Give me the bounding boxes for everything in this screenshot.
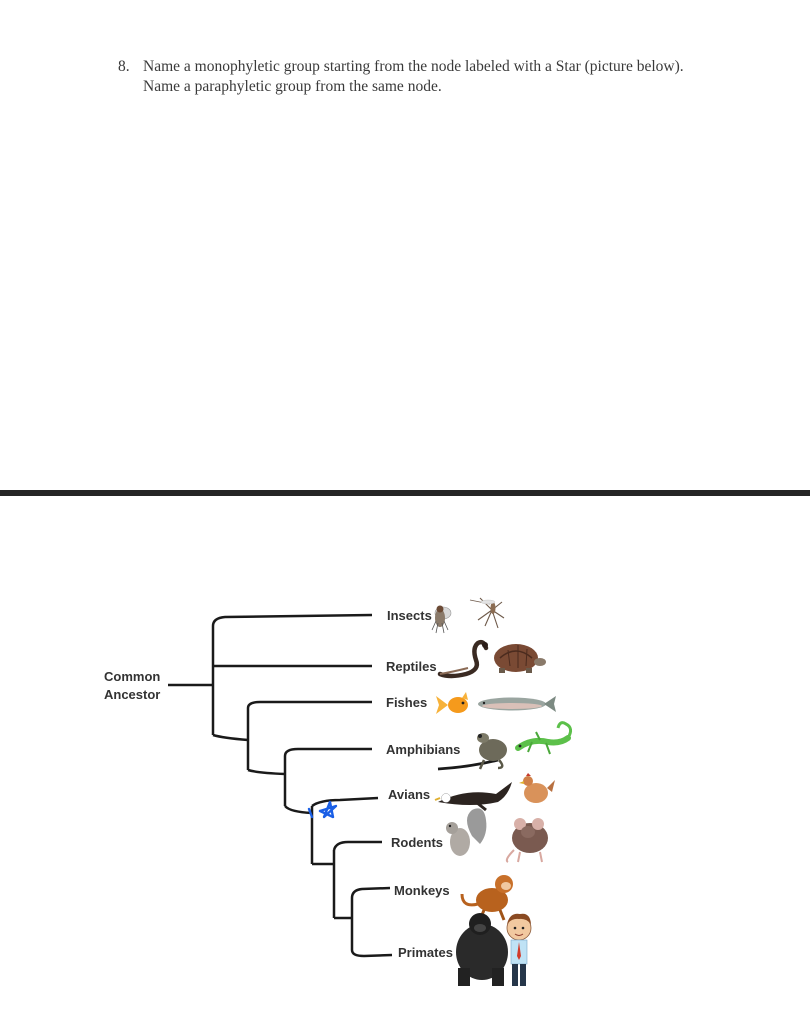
branch-avians	[311, 796, 379, 808]
root-label-line-1: Common	[104, 669, 160, 684]
frog-icon	[477, 733, 507, 770]
star-icon	[318, 800, 338, 819]
hen-icon	[519, 773, 555, 803]
snake-icon	[437, 639, 489, 679]
branch-fishes	[246, 700, 372, 709]
star-mark	[307, 800, 338, 819]
root-label-line-2: Ancestor	[104, 687, 160, 702]
mosquito-icon	[469, 597, 505, 629]
branch-node-2	[212, 733, 249, 742]
taxon-label-reptiles: Reptiles	[386, 659, 437, 674]
turtle-icon	[494, 644, 546, 673]
phylogenetic-tree-figure: Common Ancestor Insects	[100, 588, 600, 988]
trout-icon	[478, 696, 556, 712]
branch-primates	[350, 949, 393, 958]
cladogram: Common Ancestor Insects	[104, 597, 573, 986]
branch-insects	[211, 613, 373, 627]
branch-node-3	[247, 768, 286, 776]
monkey-icon	[460, 875, 513, 921]
man-icon	[506, 913, 532, 986]
branch-rodents	[332, 840, 382, 851]
lizard-icon	[515, 721, 573, 755]
fly-icon	[431, 605, 452, 634]
goldfish-icon	[436, 692, 468, 714]
rat-icon	[505, 818, 548, 863]
branch-monkeys	[350, 886, 391, 899]
question-line-2: Name a paraphyletic group from the same …	[143, 78, 442, 95]
taxon-label-insects: Insects	[387, 608, 432, 623]
question-number: 8.	[118, 58, 130, 75]
squirrel-icon	[446, 808, 487, 856]
eagle-icon	[434, 782, 512, 812]
taxon-label-monkeys: Monkeys	[394, 883, 450, 898]
taxon-label-rodents: Rodents	[391, 835, 443, 850]
taxon-label-amphibians: Amphibians	[386, 742, 460, 757]
section-divider	[0, 490, 810, 496]
taxon-label-fishes: Fishes	[386, 695, 427, 710]
tree-branches	[168, 613, 499, 958]
gorilla-icon	[456, 913, 508, 986]
taxon-label-avians: Avians	[388, 787, 430, 802]
star-node-dot	[307, 807, 314, 819]
branch-node-4	[284, 805, 313, 815]
branch-amphibians	[283, 747, 372, 757]
question-line-1: Name a monophyletic group starting from …	[143, 58, 684, 75]
taxon-label-primates: Primates	[398, 945, 453, 960]
handwritten-underline	[437, 758, 499, 771]
